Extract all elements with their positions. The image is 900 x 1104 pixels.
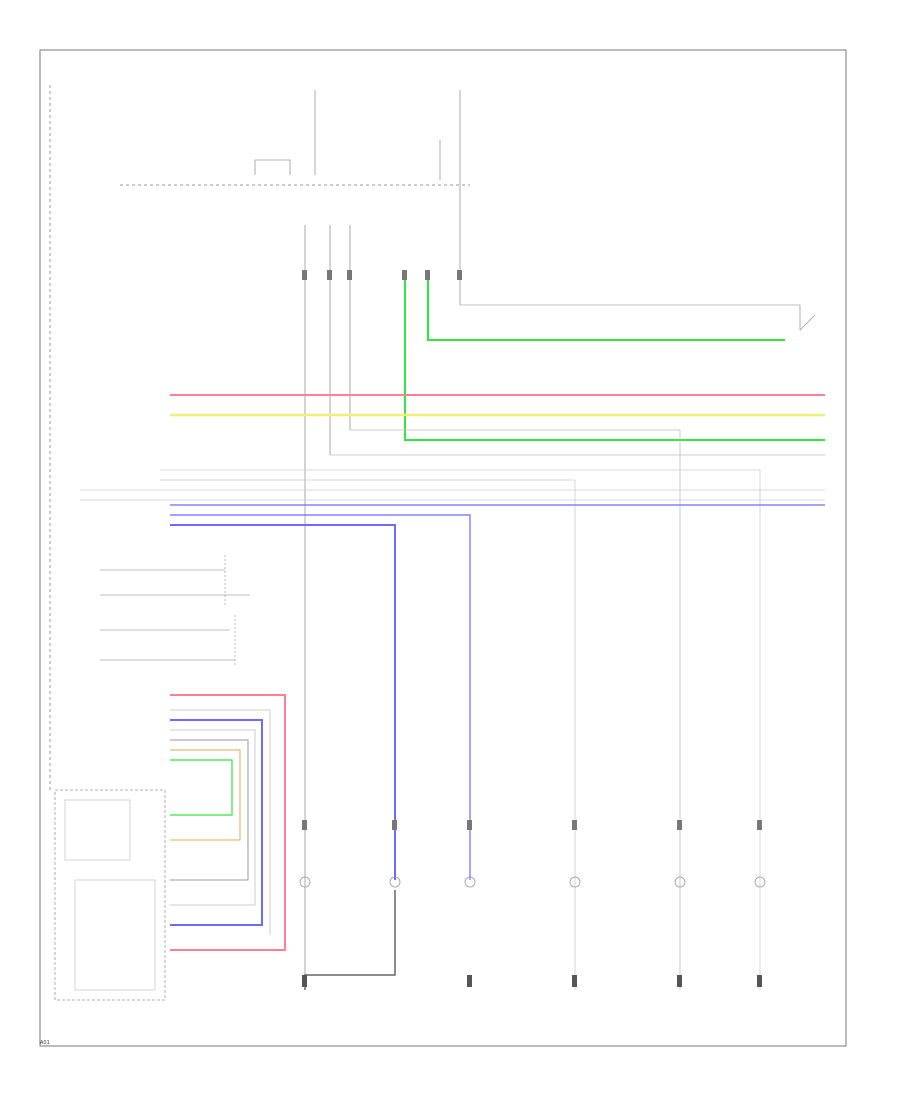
lamp-front-left-2 xyxy=(389,876,401,888)
lamp-rear-left xyxy=(464,876,476,888)
pin-8 xyxy=(392,820,397,830)
ground-terminal-4 xyxy=(677,975,682,987)
green-harness xyxy=(170,759,233,816)
blue-wire-3 xyxy=(170,524,396,880)
gray-harness-3 xyxy=(170,739,249,881)
page-code: A01 xyxy=(40,1040,50,1046)
lamp-row xyxy=(299,876,766,888)
relay-contact xyxy=(254,159,291,175)
hazard-switch xyxy=(74,879,156,991)
ground-terminal-2 xyxy=(467,975,472,987)
ground-terminals xyxy=(302,975,762,987)
diagram-border xyxy=(39,49,847,1047)
pin-12 xyxy=(757,820,762,830)
pin-2 xyxy=(327,270,332,280)
pin-11 xyxy=(677,820,682,830)
pin-1 xyxy=(302,270,307,280)
gray-harness-2 xyxy=(170,729,256,906)
blue-harness-loop xyxy=(170,719,263,926)
green-wire-1 xyxy=(404,270,825,441)
ground-bridge xyxy=(304,890,396,990)
orange-harness xyxy=(170,749,241,841)
pin-4 xyxy=(402,270,407,280)
lamp-front-left xyxy=(299,876,311,888)
turn-signal-switch xyxy=(64,799,131,861)
pin-3 xyxy=(347,270,352,280)
green-wire-2 xyxy=(427,270,785,341)
pin-6 xyxy=(457,270,462,280)
pin-5 xyxy=(425,270,430,280)
ground-terminal-1 xyxy=(302,975,307,987)
switch-blade xyxy=(799,314,816,331)
connector-pins xyxy=(302,270,762,830)
combination-switch-box xyxy=(54,789,166,1001)
pin-7 xyxy=(302,820,307,830)
gray-harness-1 xyxy=(170,709,271,935)
pin-10 xyxy=(572,820,577,830)
ground-terminal-3 xyxy=(572,975,577,987)
lamp-front-right xyxy=(674,876,686,888)
lamp-rear-right xyxy=(569,876,581,888)
pin-9 xyxy=(467,820,472,830)
blue-wire-2 xyxy=(170,514,471,880)
lamp-front-right-2 xyxy=(754,876,766,888)
ground-terminal-5 xyxy=(757,975,762,987)
red-harness-loop xyxy=(170,694,286,951)
